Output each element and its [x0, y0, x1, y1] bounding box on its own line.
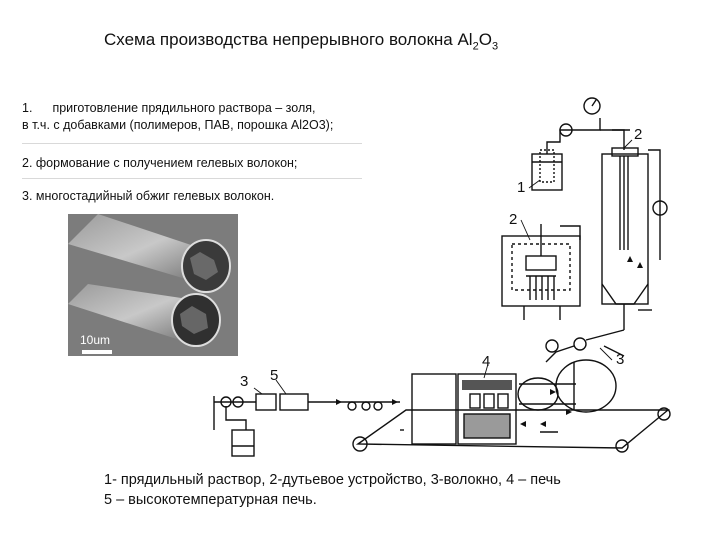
step-1-text: приготовление прядильного раствора – зол… — [52, 101, 316, 115]
furnace-4 — [457, 373, 517, 445]
ht-furnace-5 — [279, 393, 309, 411]
step-1-text-line2: в т.ч. с добавками (полимеров, ПАВ, поро… — [22, 118, 334, 132]
take-up-drum — [555, 359, 617, 413]
pressure-gauge-icon — [583, 97, 601, 115]
step-1: 1. приготовление прядильного раствора – з… — [22, 100, 333, 134]
conveyor-belt — [355, 409, 670, 449]
thermometer-icon — [652, 200, 668, 216]
label-reservoir: 1 — [517, 179, 525, 196]
label-blower: 2 — [509, 211, 517, 228]
fiber-micrograph: 10um — [68, 214, 238, 356]
page-title: Схема производства непрерывного волокна … — [104, 30, 499, 53]
label-spinneret: 2 — [634, 126, 642, 143]
step-2: 2. формование с получением гелевых волок… — [22, 156, 298, 170]
label-furnace: 4 — [482, 353, 490, 370]
spinning-column — [601, 153, 649, 305]
caption-line-2: 5 – высокотемпературная печь. — [104, 492, 317, 508]
divider — [22, 143, 362, 144]
furnace-prechamber — [411, 373, 457, 445]
label-fiber: 3 — [616, 351, 624, 368]
step-1-number: 1. — [22, 101, 33, 115]
divider — [22, 178, 362, 179]
label-ht-furnace: 5 — [270, 367, 278, 384]
ht-furnace-part1 — [255, 393, 277, 411]
legend-caption: 1- прядильный раствор, 2-дутьевое устрой… — [104, 470, 561, 510]
scale-label: 10um — [80, 333, 110, 347]
valve-icon — [559, 123, 573, 137]
caption-line-1: 1- прядильный раствор, 2-дутьевое устрой… — [104, 472, 561, 488]
step-3: 3. многостадийный обжиг гелевых волокон. — [22, 189, 275, 203]
sol-reservoir — [531, 153, 563, 191]
label-fiber-out: 3 — [240, 373, 248, 390]
winding-bottle — [231, 429, 255, 457]
